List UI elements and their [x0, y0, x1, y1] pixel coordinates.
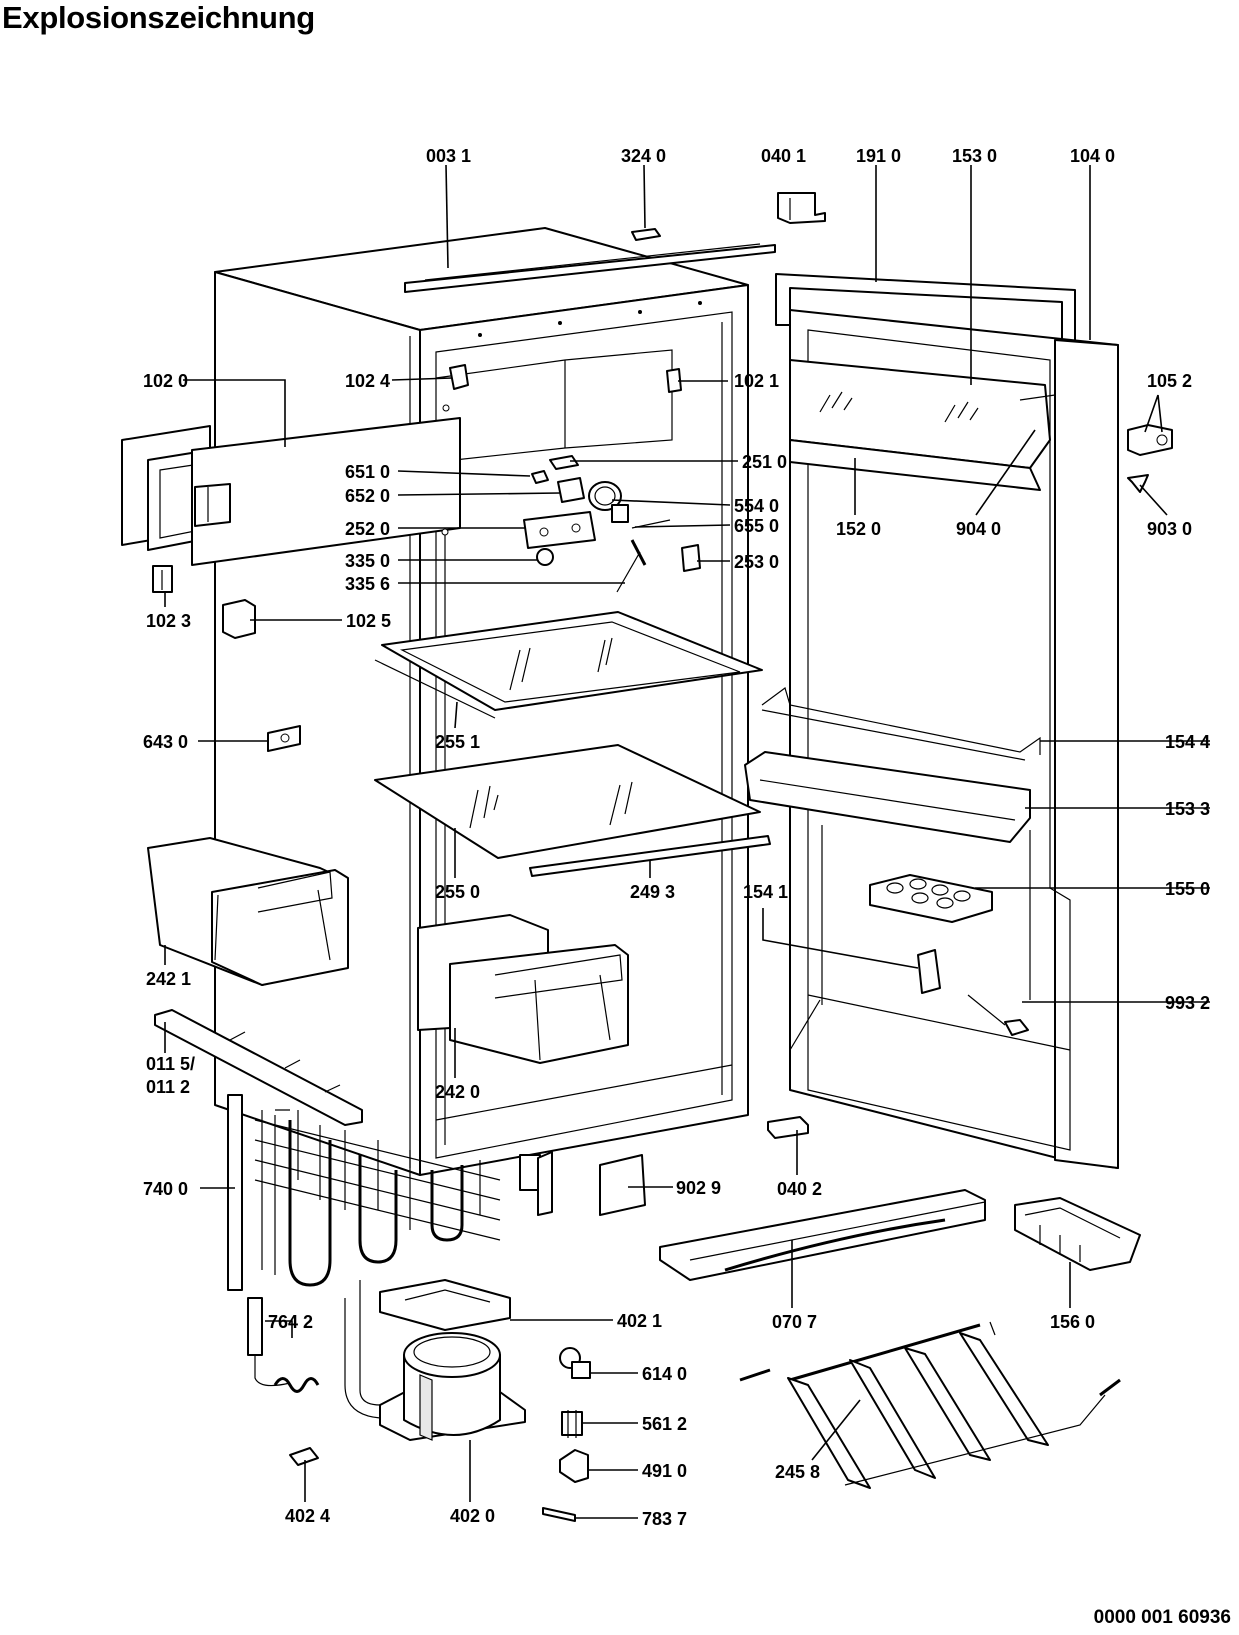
door-shelf-cover — [789, 359, 1056, 491]
drawer-right — [417, 914, 629, 1064]
door-shelf — [744, 751, 1031, 843]
clip-4024 — [289, 1447, 319, 1466]
cover-9029 — [599, 1154, 646, 1216]
door-hinge — [1127, 424, 1173, 456]
part-label: 155 0 — [1165, 879, 1210, 899]
part-label: 655 0 — [734, 516, 779, 536]
bracket-1541 — [917, 949, 941, 994]
clip-part — [631, 228, 661, 241]
part-label: 561 2 — [642, 1414, 687, 1434]
bracket-1021 — [666, 368, 682, 393]
glass-shelf-upper — [374, 611, 763, 719]
part-label: 011 2 — [146, 1077, 190, 1097]
part-label: 040 1 — [761, 146, 806, 166]
part-label: 152 0 — [836, 519, 881, 539]
part-label: 903 0 — [1147, 519, 1192, 539]
part-label: 156 0 — [1050, 1312, 1095, 1332]
part-label: 011 5/ — [146, 1054, 195, 1074]
ice-tray — [1014, 1197, 1141, 1271]
part-label: 764 2 — [268, 1312, 313, 1332]
small-electrical-parts — [542, 1347, 591, 1522]
drawer-left — [147, 837, 349, 986]
bottom-profile — [659, 1189, 986, 1281]
part-label: 102 3 — [146, 611, 191, 631]
part-label: 902 9 — [676, 1178, 721, 1198]
part-label: 154 1 — [743, 882, 788, 902]
part-label: 252 0 — [345, 519, 390, 539]
part-label: 651 0 — [345, 462, 390, 482]
part-label: 249 3 — [630, 882, 675, 902]
part-label: 904 0 — [956, 519, 1001, 539]
page-title: Explosionszeichnung — [2, 0, 315, 35]
part-label: 070 7 — [772, 1312, 817, 1332]
part-label: 554 0 — [734, 496, 779, 516]
part-label: 102 0 — [143, 371, 188, 391]
part-label: 153 3 — [1165, 799, 1210, 819]
part-label: 251 0 — [742, 452, 787, 472]
part-label: 102 4 — [345, 371, 390, 391]
part-label: 102 1 — [734, 371, 779, 391]
part-label: 993 2 — [1165, 993, 1210, 1013]
egg-tray — [869, 874, 993, 923]
part-label: 643 0 — [143, 732, 188, 752]
leader-lines — [164, 164, 1210, 1519]
part-label: 245 8 — [775, 1462, 820, 1482]
document-number: 0000 001 60936 — [1093, 1607, 1231, 1628]
part-label: 402 4 — [285, 1506, 330, 1526]
part-label: 040 2 — [777, 1179, 822, 1199]
part-label: 324 0 — [621, 146, 666, 166]
part-label: 335 6 — [345, 574, 390, 594]
compressor — [379, 1332, 526, 1441]
part-label: 255 1 — [435, 732, 480, 752]
part-label: 105 2 — [1147, 371, 1192, 391]
bracket-0402 — [767, 1116, 809, 1139]
capillary-tube — [247, 1297, 320, 1393]
thermostat-parts — [523, 455, 701, 593]
part-labels: 003 1 324 0 040 1 191 0 153 0 104 0 102 … — [143, 146, 1210, 1529]
part-label: 255 0 — [435, 882, 480, 902]
condenser-coil — [227, 1094, 553, 1291]
part-label: 740 0 — [143, 1179, 188, 1199]
block-part — [222, 599, 256, 639]
part-label: 154 4 — [1165, 732, 1210, 752]
part-label: 242 0 — [435, 1082, 480, 1102]
part-label: 242 1 — [146, 969, 191, 989]
compressor-mount — [344, 1279, 511, 1419]
part-label: 253 0 — [734, 552, 779, 572]
glass-shelf-lower — [374, 744, 761, 859]
part-label: 003 1 — [426, 146, 471, 166]
part-label: 104 0 — [1070, 146, 1115, 166]
switch-plate — [267, 725, 301, 752]
part-label: 335 0 — [345, 551, 390, 571]
part-label: 102 5 — [346, 611, 391, 631]
part-label: 402 0 — [450, 1506, 495, 1526]
hinge-small — [152, 565, 173, 593]
top-rail — [404, 243, 776, 293]
sensor-part — [967, 994, 1029, 1036]
shelf-rail — [529, 835, 771, 877]
part-label: 191 0 — [856, 146, 901, 166]
part-label: 783 7 — [642, 1509, 687, 1529]
part-label: 402 1 — [617, 1311, 662, 1331]
part-label: 491 0 — [642, 1461, 687, 1481]
part-label: 614 0 — [642, 1364, 687, 1384]
part-label: 153 0 — [952, 146, 997, 166]
evaporator-coil — [739, 1321, 1121, 1489]
bracket-top — [777, 192, 826, 224]
bracket-1024 — [449, 364, 469, 390]
bottom-rail — [154, 1009, 363, 1126]
part-label: 652 0 — [345, 486, 390, 506]
